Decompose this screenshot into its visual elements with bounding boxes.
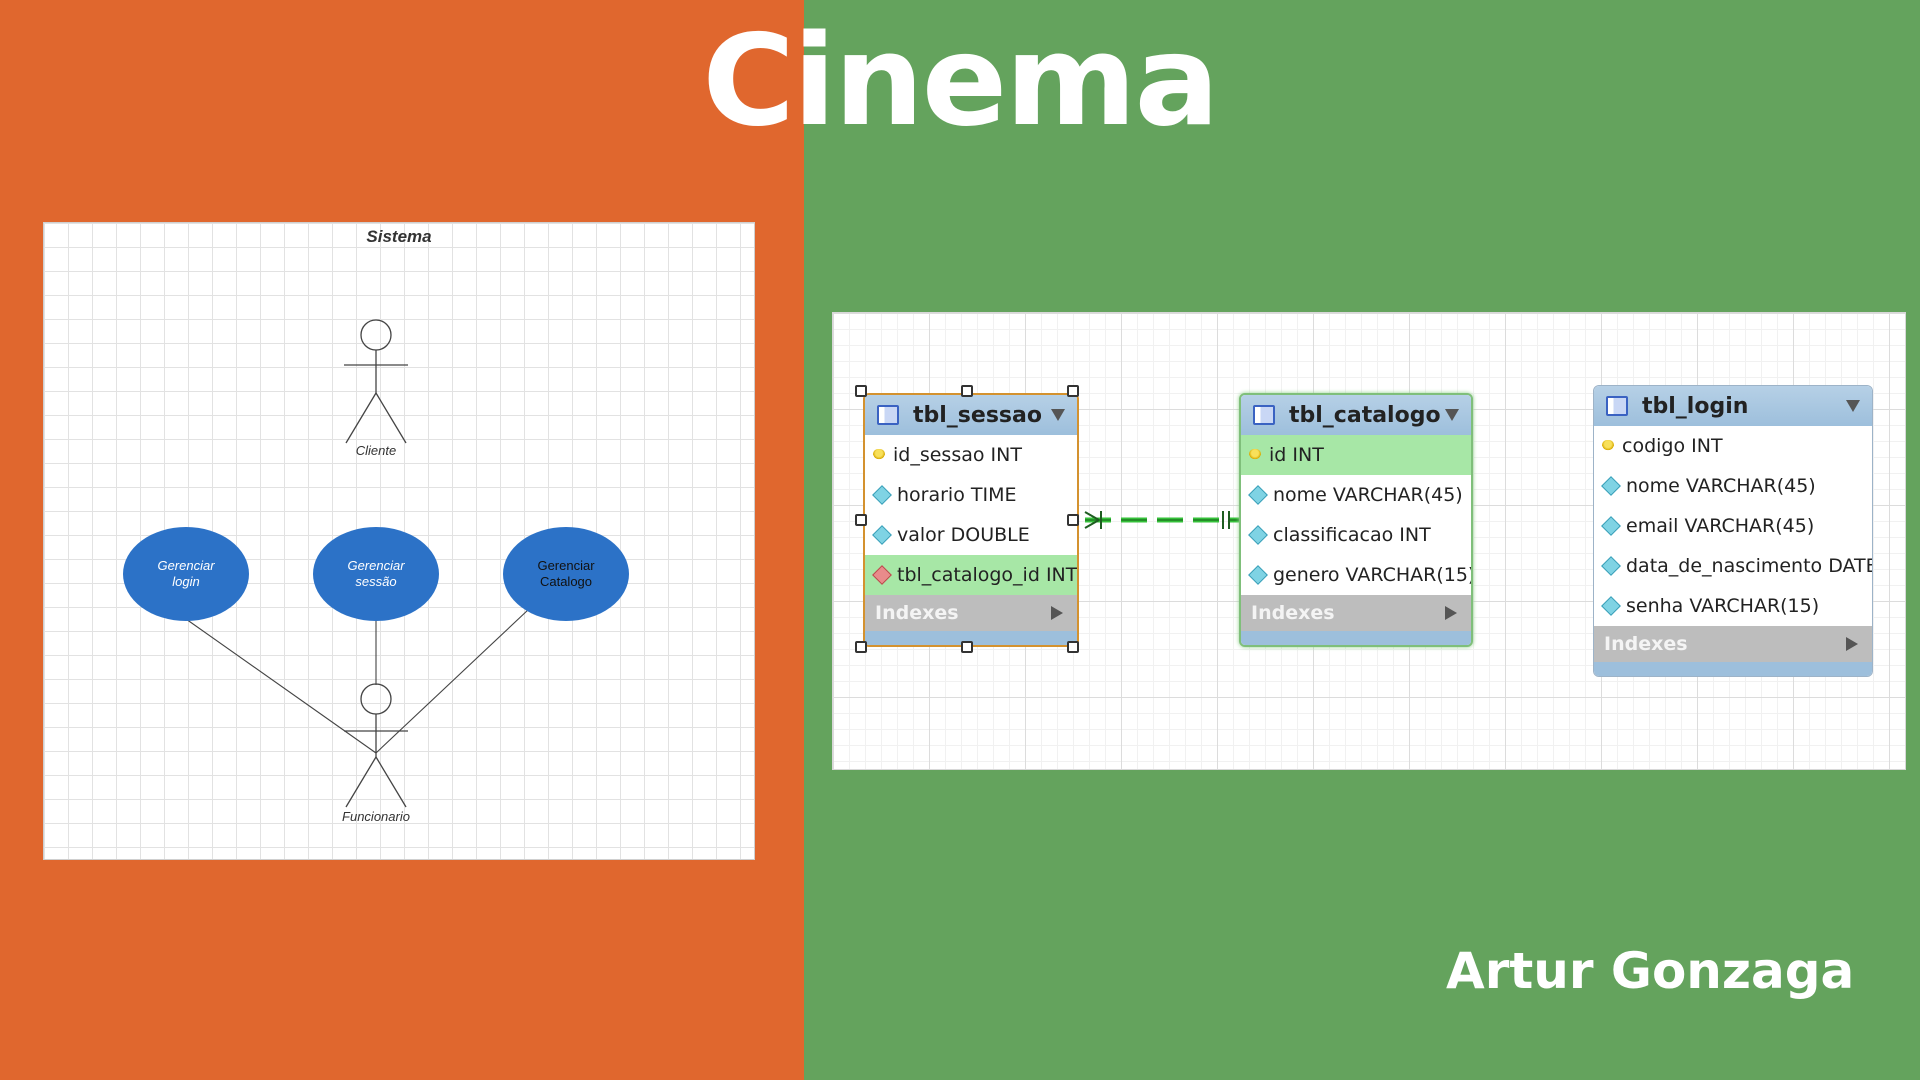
er-diagram: tbl_sessao id_sessao INT horario TIME va… (832, 312, 1906, 770)
usecase-label-line1: Gerenciar (157, 558, 215, 573)
actor-funcionario-figure (344, 683, 408, 808)
column-text: genero VARCHAR(15) (1273, 564, 1473, 586)
column-text: email VARCHAR(45) (1626, 515, 1815, 537)
column-row[interactable]: valor DOUBLE (865, 515, 1077, 555)
resize-handle[interactable] (1067, 641, 1079, 653)
table-tbl-sessao[interactable]: tbl_sessao id_sessao INT horario TIME va… (863, 393, 1079, 647)
table-icon (1253, 405, 1275, 425)
table-icon (1606, 396, 1628, 416)
column-text: senha VARCHAR(15) (1626, 595, 1820, 617)
resize-handle[interactable] (855, 514, 867, 526)
resize-handle[interactable] (855, 641, 867, 653)
expand-arrow-icon[interactable] (1051, 606, 1063, 620)
column-text: horario TIME (897, 484, 1017, 506)
use-case-connectors (185, 319, 530, 808)
resize-handle[interactable] (961, 385, 973, 397)
column-row[interactable]: senha VARCHAR(15) (1594, 586, 1872, 626)
indexes-label: Indexes (1251, 602, 1335, 624)
resize-handle[interactable] (855, 385, 867, 397)
table-tbl-catalogo[interactable]: tbl_catalogo id INT nome VARCHAR(45) cla… (1239, 393, 1473, 647)
column-row[interactable]: nome VARCHAR(45) (1241, 475, 1471, 515)
resize-handle[interactable] (1067, 385, 1079, 397)
indexes-label: Indexes (875, 602, 959, 624)
table-name: tbl_sessao (913, 402, 1042, 428)
association-login (185, 618, 377, 754)
association-catalogo (375, 608, 530, 754)
column-diamond-icon (1601, 556, 1621, 576)
indexes-label: Indexes (1604, 633, 1688, 655)
column-text: data_de_nascimento DATE (1626, 555, 1873, 577)
page-title: Cinema (702, 7, 1219, 154)
collapse-arrow-icon[interactable] (1445, 409, 1459, 421)
expand-arrow-icon[interactable] (1846, 637, 1858, 651)
resize-handle[interactable] (961, 641, 973, 653)
column-text: nome VARCHAR(45) (1626, 475, 1816, 497)
column-text: classificacao INT (1273, 524, 1431, 546)
indexes-section[interactable]: Indexes (1241, 595, 1471, 631)
table-header[interactable]: tbl_catalogo (1241, 395, 1471, 435)
table-footer (1241, 631, 1471, 645)
collapse-arrow-icon[interactable] (1846, 400, 1860, 412)
indexes-section[interactable]: Indexes (1594, 626, 1872, 662)
table-name: tbl_catalogo (1289, 402, 1441, 428)
column-text: codigo INT (1622, 435, 1723, 457)
column-diamond-icon (1601, 476, 1621, 496)
primary-key-icon (873, 449, 885, 461)
table-footer (865, 631, 1077, 645)
column-text: id INT (1269, 444, 1324, 466)
column-row[interactable]: tbl_catalogo_id INT (865, 555, 1077, 595)
column-text: tbl_catalogo_id INT (897, 564, 1078, 586)
usecase-label-line1: Gerenciar (347, 558, 405, 573)
column-row[interactable]: horario TIME (865, 475, 1077, 515)
column-diamond-icon (1248, 525, 1268, 545)
primary-key-icon (1249, 449, 1261, 461)
column-diamond-icon (872, 525, 892, 545)
table-icon (877, 405, 899, 425)
primary-key-icon (1602, 440, 1614, 452)
usecase-label-line1: Gerenciar (537, 558, 595, 573)
column-row[interactable]: codigo INT (1594, 426, 1872, 466)
table-name: tbl_login (1642, 393, 1749, 419)
column-text: id_sessao INT (893, 444, 1022, 466)
foreign-key-icon (872, 565, 892, 585)
column-row[interactable]: classificacao INT (1241, 515, 1471, 555)
table-header[interactable]: tbl_login (1594, 386, 1872, 426)
column-diamond-icon (1601, 516, 1621, 536)
column-row[interactable]: email VARCHAR(45) (1594, 506, 1872, 546)
usecase-label-line2: login (172, 574, 200, 589)
table-header[interactable]: tbl_sessao (865, 395, 1077, 435)
column-row[interactable]: id_sessao INT (865, 435, 1077, 475)
actor-label-cliente: Cliente (355, 443, 397, 458)
column-text: nome VARCHAR(45) (1273, 484, 1463, 506)
usecase-label-line2: sessão (355, 574, 397, 589)
relationship-connector (1084, 511, 1239, 529)
expand-arrow-icon[interactable] (1445, 606, 1457, 620)
column-row[interactable]: genero VARCHAR(15) (1241, 555, 1471, 595)
column-row[interactable]: nome VARCHAR(45) (1594, 466, 1872, 506)
actor-label-funcionario: Funcionario (342, 809, 410, 824)
column-diamond-icon (1601, 596, 1621, 616)
table-footer (1594, 662, 1872, 676)
column-row[interactable]: data_de_nascimento DATE (1594, 546, 1872, 586)
column-text: valor DOUBLE (897, 524, 1030, 546)
indexes-section[interactable]: Indexes (865, 595, 1077, 631)
column-diamond-icon (1248, 485, 1268, 505)
table-tbl-login[interactable]: tbl_login codigo INT nome VARCHAR(45) em… (1593, 385, 1873, 677)
column-diamond-icon (872, 485, 892, 505)
column-row[interactable]: id INT (1241, 435, 1471, 475)
column-diamond-icon (1248, 565, 1268, 585)
author-name: Artur Gonzaga (1446, 942, 1855, 1000)
resize-handle[interactable] (1067, 514, 1079, 526)
actor-cliente-figure (344, 319, 408, 444)
system-boundary-label: Sistema (366, 227, 432, 246)
collapse-arrow-icon[interactable] (1051, 409, 1065, 421)
usecase-label-line2: Catalogo (539, 574, 593, 589)
